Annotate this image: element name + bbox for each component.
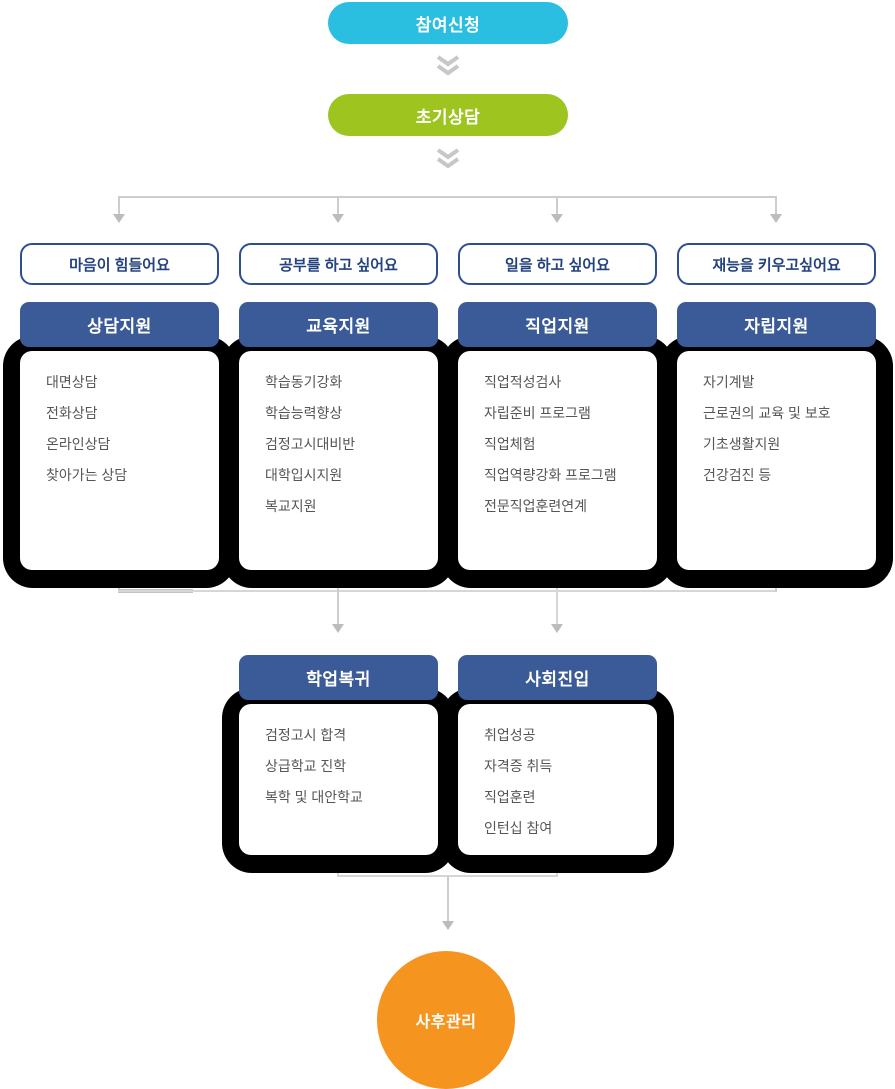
arrow-down-icon bbox=[113, 214, 125, 223]
question-pill-job: 일을 하고 싶어요 bbox=[458, 243, 657, 285]
connector-line bbox=[118, 590, 777, 592]
list-item: 대면상담 bbox=[46, 374, 98, 390]
list-item: 상급학교 진학 bbox=[265, 758, 347, 774]
list-item: 검정고시 합격 bbox=[265, 727, 347, 743]
list-item: 검정고시대비반 bbox=[265, 436, 356, 452]
connector-line bbox=[556, 196, 558, 216]
question-pill-independence: 재능을 키우고싶어요 bbox=[677, 243, 876, 285]
arrow-down-icon bbox=[551, 624, 563, 633]
list-item: 학습능력향상 bbox=[265, 405, 343, 421]
list-item: 직업훈련 bbox=[484, 789, 536, 805]
list-item: 직업적성검사 bbox=[484, 374, 562, 390]
outcome-card-school-return: 검정고시 합격 상급학교 진학 복학 및 대안학교 bbox=[239, 704, 438, 855]
start-step-pill: 참여신청 bbox=[328, 2, 568, 44]
question-pill-counseling: 마음이 힘들어요 bbox=[20, 243, 219, 285]
track-card-education: 학습동기강화 학습능력향상 검정고시대비반 대학입시지원 복교지원 bbox=[239, 351, 438, 570]
initial-consult-pill: 초기상담 bbox=[328, 94, 568, 136]
track-card-counseling: 대면상담 전화상담 온라인상담 찾아가는 상담 bbox=[20, 351, 219, 570]
list-item: 인턴십 참여 bbox=[484, 820, 553, 836]
list-item: 자격증 취득 bbox=[484, 758, 553, 774]
list-item: 직업체험 bbox=[484, 436, 536, 452]
outcome-card-society-entry: 취업성공 자격증 취득 직업훈련 인턴십 참여 bbox=[458, 704, 657, 855]
connector-line bbox=[337, 570, 339, 625]
connector-line bbox=[118, 196, 120, 216]
list-item: 학습동기강화 bbox=[265, 374, 343, 390]
chevron-down-icon bbox=[436, 148, 460, 169]
connector-line bbox=[337, 196, 339, 216]
track-header-counseling: 상담지원 bbox=[20, 302, 219, 347]
list-item: 찾아가는 상담 bbox=[46, 467, 128, 483]
list-item: 복학 및 대안학교 bbox=[265, 789, 363, 805]
list-item: 취업성공 bbox=[484, 727, 536, 743]
connector-line bbox=[556, 570, 558, 625]
list-item: 자립준비 프로그램 bbox=[484, 405, 591, 421]
connector-line bbox=[447, 876, 449, 922]
track-header-independence: 자립지원 bbox=[677, 302, 876, 347]
followup-circle: 사후관리 bbox=[377, 951, 515, 1089]
list-item: 직업역량강화 프로그램 bbox=[484, 467, 617, 483]
track-header-education: 교육지원 bbox=[239, 302, 438, 347]
arrow-down-icon bbox=[442, 921, 454, 930]
list-item: 온라인상담 bbox=[46, 436, 111, 452]
arrow-down-icon bbox=[770, 214, 782, 223]
connector-line bbox=[775, 196, 777, 216]
chevron-down-icon bbox=[436, 55, 460, 76]
outcome-header-society-entry: 사회진입 bbox=[458, 655, 657, 700]
list-item: 자기계발 bbox=[703, 374, 755, 390]
track-header-job: 직업지원 bbox=[458, 302, 657, 347]
list-item: 전화상담 bbox=[46, 405, 98, 421]
arrow-down-icon bbox=[332, 214, 344, 223]
branch-connector-line bbox=[118, 196, 777, 198]
list-item: 전문직업훈련연계 bbox=[484, 498, 588, 514]
list-item: 복교지원 bbox=[265, 498, 317, 514]
arrow-down-icon bbox=[332, 624, 344, 633]
arrow-down-icon bbox=[551, 214, 563, 223]
outcome-header-school-return: 학업복귀 bbox=[239, 655, 438, 700]
list-item: 기초생활지원 bbox=[703, 436, 781, 452]
track-card-job: 직업적성검사 자립준비 프로그램 직업체험 직업역량강화 프로그램 전문직업훈련… bbox=[458, 351, 657, 570]
list-item: 건강검진 등 bbox=[703, 467, 772, 483]
question-pill-education: 공부를 하고 싶어요 bbox=[239, 243, 438, 285]
list-item: 대학입시지원 bbox=[265, 467, 343, 483]
list-item: 근로권의 교육 및 보호 bbox=[703, 405, 831, 421]
track-card-independence: 자기계발 근로권의 교육 및 보호 기초생활지원 건강검진 등 bbox=[677, 351, 876, 570]
